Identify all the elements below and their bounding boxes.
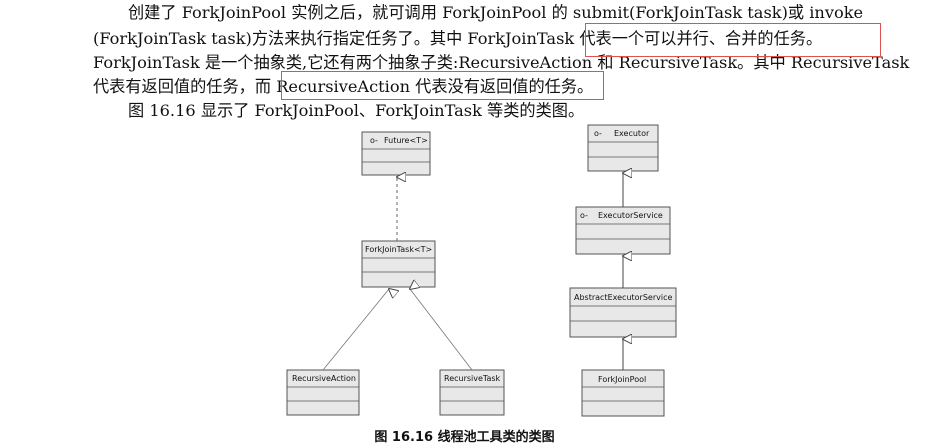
inheritance-recursiveaction-forkjointask	[322, 289, 389, 371]
inheritance-recursivetask-forkjointask	[410, 289, 473, 371]
interface-marker-icon: o-	[594, 129, 602, 138]
paragraph-line-4-part-b: RecursiveAction 代表没有返回值的任务。	[276, 77, 594, 96]
class-box-abstractexecutorservice: AbstractExecutorService	[569, 287, 677, 338]
class-name-executor: Executor	[614, 129, 650, 138]
class-box-executor: o- Executor	[587, 124, 659, 172]
highlight-box-recursiveaction	[281, 71, 604, 100]
paragraph-line-2: (ForkJoinTask task)方法来执行指定任务了。其中 ForkJoi…	[93, 28, 822, 50]
class-name-forkjoinpool: ForkJoinPool	[598, 375, 646, 384]
paragraph-line-2-part-a: (ForkJoinTask task)方法来执行指定任务了。其中 ForkJoi…	[93, 29, 580, 48]
figure-caption: 图 16.16 线程池工具类的类图	[374, 430, 555, 445]
class-name-forkjointask: ForkJoinTask<T>	[365, 245, 432, 254]
class-box-recursiveaction: RecursiveAction	[286, 369, 360, 416]
class-name-future: Future<T>	[384, 136, 428, 145]
interface-marker-icon: o-	[580, 211, 588, 220]
class-name-recursivetask: RecursiveTask	[444, 374, 501, 383]
paragraph-line-2-part-b: 代表一个可以并行、合并的任务。	[579, 29, 823, 48]
class-name-abstractexecutorservice: AbstractExecutorService	[574, 293, 672, 302]
class-box-forkjointask: ForkJoinTask<T>	[361, 240, 436, 288]
paragraph-line-5: 图 16.16 显示了 ForkJoinPool、ForkJoinTask 等类…	[128, 101, 585, 120]
paragraph-line-3: ForkJoinTask 是一个抽象类,它还有两个抽象子类:RecursiveA…	[93, 53, 910, 72]
class-box-executorservice: o- ExecutorService	[575, 206, 671, 255]
paragraph-line-4-part-a: 代表有返回值的任务，而	[93, 77, 277, 96]
class-box-future: o- Future<T>	[361, 131, 431, 176]
paragraph-line-1: 创建了 ForkJoinPool 实例之后，就可调用 ForkJoinPool …	[128, 3, 864, 22]
class-box-forkjoinpool: ForkJoinPool	[581, 369, 665, 417]
class-name-executorservice: ExecutorService	[598, 211, 663, 220]
class-name-recursiveaction: RecursiveAction	[292, 374, 356, 383]
highlight-box-task-definition	[585, 23, 881, 57]
paragraph-line-4: 代表有返回值的任务，而 RecursiveAction 代表没有返回值的任务。	[93, 76, 593, 98]
interface-marker-icon: o-	[370, 136, 378, 145]
class-box-recursivetask: RecursiveTask	[439, 369, 505, 416]
